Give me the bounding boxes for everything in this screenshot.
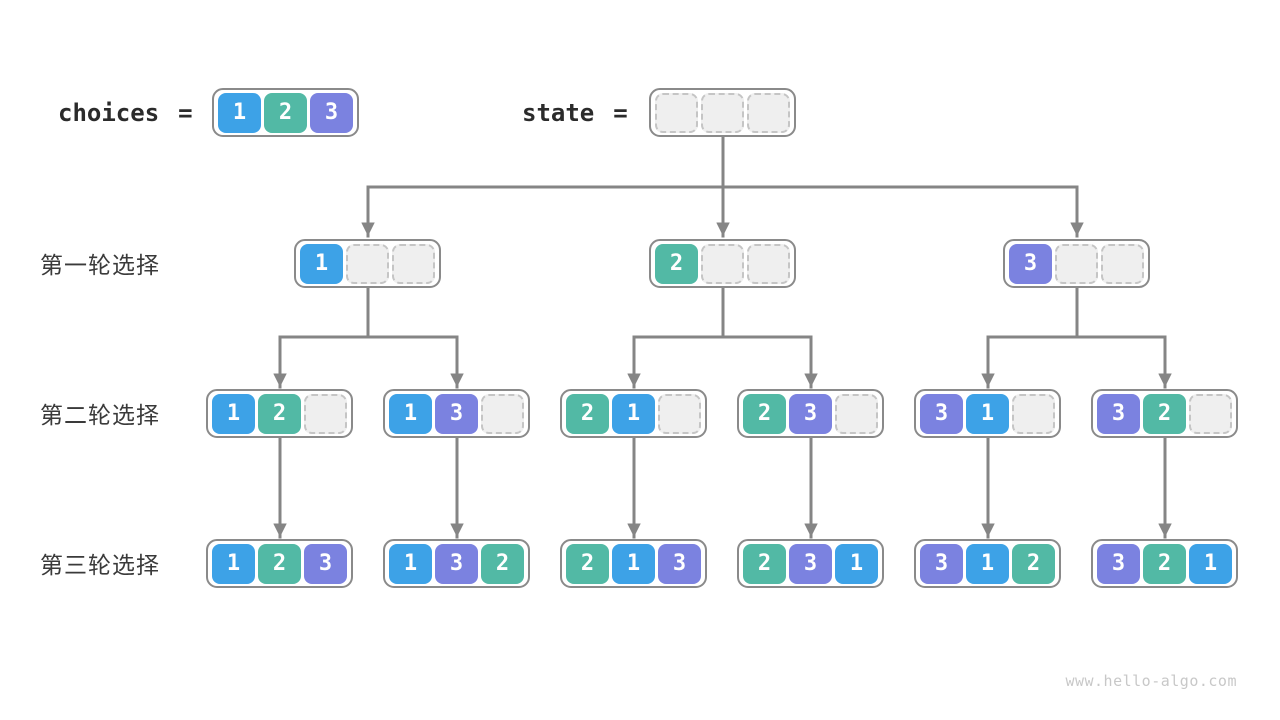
state-cell: 1 <box>300 243 343 284</box>
state-box-r2-n6: 3 2 <box>1091 389 1238 438</box>
state-cell: 2 <box>481 543 524 584</box>
state-cell <box>346 243 389 284</box>
state-box-r2-n3: 2 1 <box>560 389 707 438</box>
row-label-round-3: 第三轮选择 <box>40 552 160 578</box>
state-cell: 1 <box>389 543 432 584</box>
state-cell: 1 <box>966 393 1009 434</box>
state-cell <box>304 393 347 434</box>
state-cell <box>1189 393 1232 434</box>
choices-box: 1 2 3 <box>212 88 359 137</box>
state-cell <box>1012 393 1055 434</box>
state-cell <box>1101 243 1144 284</box>
state-cell <box>655 92 698 133</box>
state-cell: 3 <box>789 543 832 584</box>
state-cell: 3 <box>435 393 478 434</box>
state-cell: 3 <box>435 543 478 584</box>
choices-header: choices = <box>58 88 193 137</box>
state-box-r3-n3: 2 1 3 <box>560 539 707 588</box>
choice-cell: 3 <box>310 92 353 133</box>
state-cell: 2 <box>1012 543 1055 584</box>
row-label-round-2: 第二轮选择 <box>40 402 160 428</box>
state-cell <box>701 243 744 284</box>
state-cell: 3 <box>658 543 701 584</box>
state-cell: 2 <box>258 543 301 584</box>
state-cell: 3 <box>920 393 963 434</box>
state-box-r1-n1: 1 <box>294 239 441 288</box>
state-cell: 1 <box>1189 543 1232 584</box>
state-cell: 2 <box>743 393 786 434</box>
state-box-r2-n4: 2 3 <box>737 389 884 438</box>
state-cell: 1 <box>389 393 432 434</box>
state-cell: 1 <box>966 543 1009 584</box>
state-box-r3-n2: 1 3 2 <box>383 539 530 588</box>
state-box-r3-n5: 3 1 2 <box>914 539 1061 588</box>
state-cell: 2 <box>1143 543 1186 584</box>
level1-connectors <box>273 285 1172 389</box>
state-cell: 1 <box>612 393 655 434</box>
equals-sign: = <box>178 98 193 127</box>
state-cell <box>747 92 790 133</box>
state-cell <box>658 393 701 434</box>
choices-label: choices <box>58 98 160 127</box>
state-cell: 2 <box>566 543 609 584</box>
state-cell: 2 <box>743 543 786 584</box>
state-box-r1-n3: 3 <box>1003 239 1150 288</box>
state-cell <box>747 243 790 284</box>
row-label-round-1: 第一轮选择 <box>40 252 160 278</box>
state-cell <box>392 243 435 284</box>
state-cell <box>1055 243 1098 284</box>
state-box-r3-n4: 2 3 1 <box>737 539 884 588</box>
state-label: state <box>522 98 595 127</box>
state-box-r2-n5: 3 1 <box>914 389 1061 438</box>
state-cell <box>701 92 744 133</box>
level2-connectors <box>273 435 1172 539</box>
state-box-r2-n1: 1 2 <box>206 389 353 438</box>
choice-cell: 1 <box>218 92 261 133</box>
state-box-root <box>649 88 796 137</box>
state-cell: 2 <box>655 243 698 284</box>
choice-cell: 2 <box>264 92 307 133</box>
state-cell: 3 <box>1009 243 1052 284</box>
state-cell: 3 <box>1097 543 1140 584</box>
state-cell: 2 <box>258 393 301 434</box>
state-cell: 2 <box>1143 393 1186 434</box>
state-cell: 3 <box>789 393 832 434</box>
state-cell: 2 <box>566 393 609 434</box>
watermark: www.hello-algo.com <box>1065 672 1237 690</box>
equals-sign: = <box>613 98 628 127</box>
state-box-r2-n2: 1 3 <box>383 389 530 438</box>
state-header: state = <box>522 88 628 137</box>
state-cell: 3 <box>920 543 963 584</box>
state-cell: 1 <box>835 543 878 584</box>
state-box-r3-n6: 3 2 1 <box>1091 539 1238 588</box>
state-cell <box>835 393 878 434</box>
state-box-r3-n1: 1 2 3 <box>206 539 353 588</box>
state-cell <box>481 393 524 434</box>
state-cell: 3 <box>304 543 347 584</box>
state-box-r1-n2: 2 <box>649 239 796 288</box>
state-cell: 1 <box>612 543 655 584</box>
level0-connectors <box>361 134 1084 238</box>
state-cell: 1 <box>212 393 255 434</box>
state-cell: 1 <box>212 543 255 584</box>
state-cell: 3 <box>1097 393 1140 434</box>
